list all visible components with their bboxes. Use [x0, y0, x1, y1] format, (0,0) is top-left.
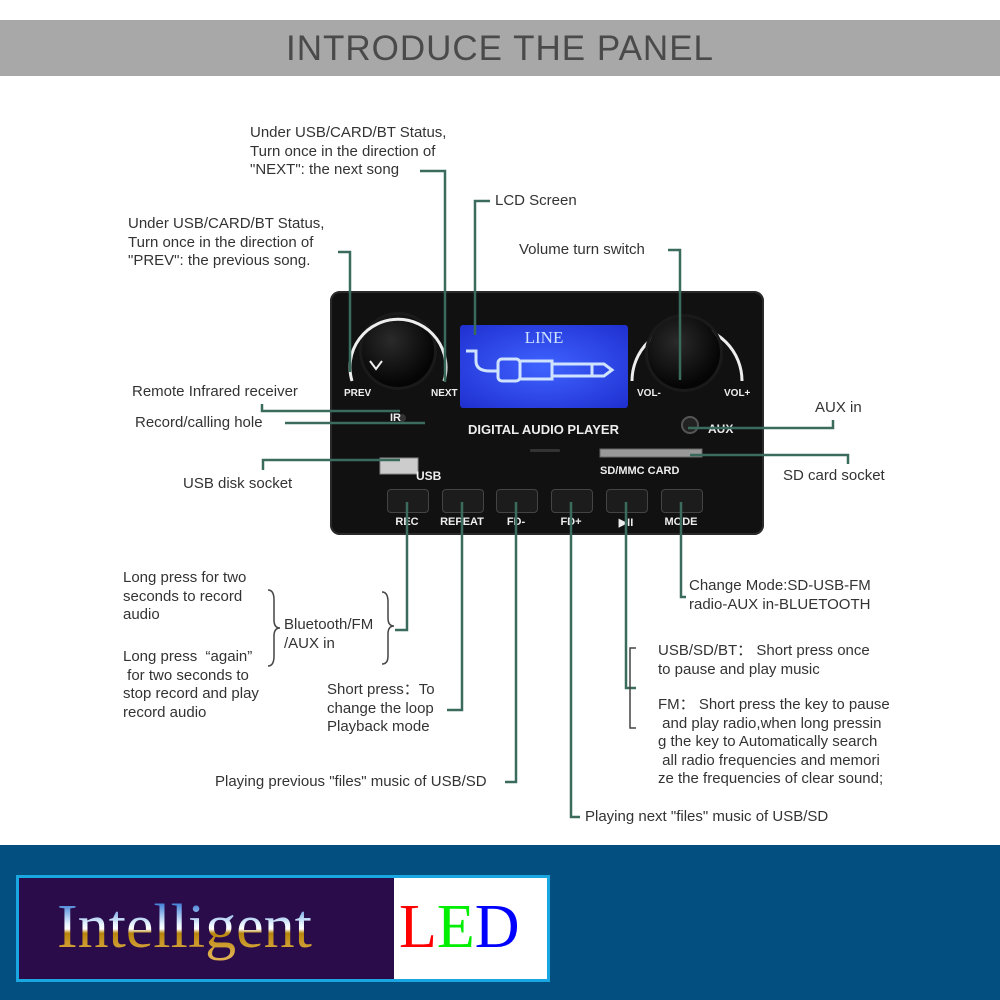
logo-l: L	[399, 893, 437, 961]
ir-callout: Remote Infrared receiver	[132, 383, 298, 400]
lcd-text: LINE	[524, 328, 564, 347]
next-callout: Under USB/CARD/BT Status, Turn once in t…	[250, 124, 447, 178]
mode-callout: Change Mode:SD-USB-FM radio-AUX in-BLUET…	[689, 577, 871, 613]
callout-lines	[260, 169, 850, 819]
fd-plus-callout: Playing next "files" music of USB/SD	[585, 808, 829, 825]
sd-label: SD/MMC CARD	[600, 465, 680, 477]
logo-dark-panel: Intelligent	[19, 878, 394, 979]
lcd-callout: LCD Screen	[495, 192, 577, 209]
record-hole-callout: Record/calling hole	[135, 414, 263, 431]
usb-callout: USB disk socket	[183, 475, 293, 492]
logo-e: E	[436, 893, 475, 961]
repeat-callout: Short press：To change the loop Playback …	[327, 681, 435, 735]
audio-player-panel: PREV NEXT VOL- VOL+ LINE IR DIGITAL AUDI…	[330, 291, 764, 535]
prev-label: PREV	[344, 388, 372, 399]
rec-long-again-callout: Long press “again” for two seconds to st…	[123, 648, 259, 721]
vol-plus-label: VOL+	[724, 388, 751, 399]
logo-led: LED	[399, 892, 520, 963]
prev-callout: Under USB/CARD/BT Status, Turn once in t…	[128, 215, 325, 269]
page-title: INTRODUCE THE PANEL	[0, 20, 1000, 76]
intelligent-led-logo: Intelligent LED	[16, 875, 550, 982]
fd-minus-callout: Playing previous "files" music of USB/SD	[215, 773, 487, 790]
play-usb-callout: USB/SD/BT： Short press once to pause and…	[658, 642, 870, 678]
vol-minus-label: VOL-	[637, 388, 661, 399]
device-title: DIGITAL AUDIO PLAYER	[468, 422, 619, 437]
audio-jack-icon	[466, 349, 615, 383]
rec-long-press-callout: Long press for two seconds to record aud…	[123, 569, 247, 623]
volume-knob	[648, 317, 720, 389]
logo-d: D	[474, 893, 520, 961]
play-fm-callout: FM： Short press the key to pause and pla…	[658, 696, 890, 787]
sd-callout: SD card socket	[783, 467, 885, 484]
aux-callout: AUX in	[815, 399, 862, 416]
logo-word: Intelligent	[57, 893, 312, 961]
volume-callout: Volume turn switch	[519, 241, 645, 258]
usb-label: USB	[416, 469, 442, 483]
next-label: NEXT	[431, 388, 458, 399]
rec-modes-callout: Bluetooth/FM /AUX in	[284, 616, 374, 652]
lcd-screen: LINE	[460, 325, 628, 408]
ir-label: IR	[390, 412, 401, 424]
